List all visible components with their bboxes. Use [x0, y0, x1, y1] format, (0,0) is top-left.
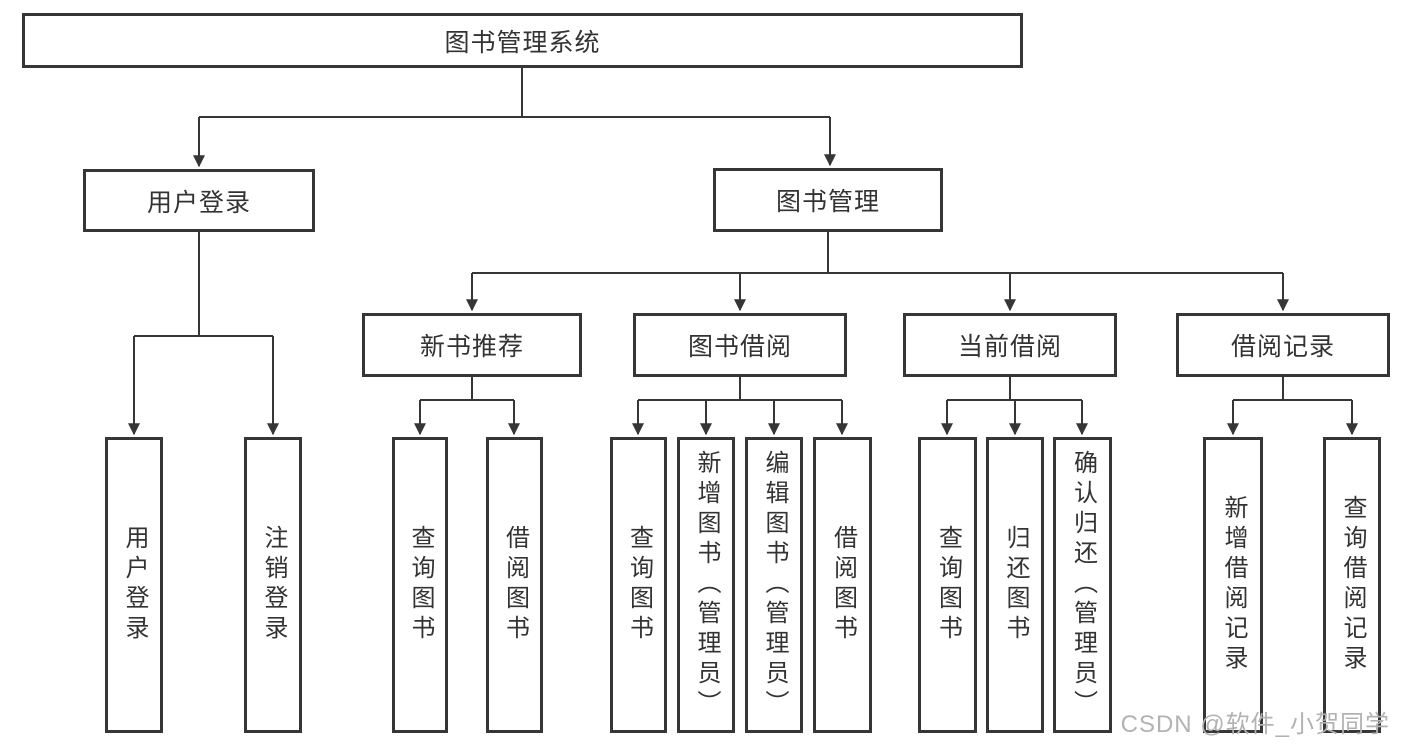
leaf-query-books-3: 查询图书	[918, 437, 977, 733]
leaf-edit-books-admin-label: 编辑图书（管理员）	[761, 450, 788, 720]
node-borrow-records: 借阅记录	[1176, 313, 1390, 377]
node-book-management-label: 图书管理	[775, 188, 880, 216]
leaf-add-books-admin-label: 新增图书（管理员）	[693, 450, 720, 720]
leaf-query-books-2: 查询图书	[610, 437, 667, 733]
leaf-query-books-1: 查询图书	[392, 437, 448, 733]
leaf-query-books-2-label: 查询图书	[625, 525, 653, 645]
leaf-logout: 注销登录	[244, 437, 302, 733]
connector-book-mgmt-bus	[472, 232, 1283, 274]
leaf-query-books-1-label: 查询图书	[407, 525, 434, 645]
leaf-confirm-return-admin: 确认归还（管理员）	[1053, 437, 1112, 733]
node-user-login-label: 用户登录	[146, 188, 251, 217]
node-root: 图书管理系统	[22, 13, 1023, 68]
node-current-borrow-label: 当前借阅	[957, 333, 1062, 361]
leaf-add-borrow-record-label: 新增借阅记录	[1220, 495, 1247, 675]
node-book-borrow: 图书借阅	[633, 313, 847, 377]
leaf-edit-books-admin: 编辑图书（管理员）	[745, 437, 803, 733]
leaf-borrow-books-1: 借阅图书	[486, 437, 543, 733]
node-root-label: 图书管理系统	[444, 28, 601, 57]
connector-current-borrow-bus	[947, 377, 1082, 401]
leaf-return-books-label: 归还图书	[1002, 525, 1029, 645]
leaf-confirm-return-admin-label: 确认归还（管理员）	[1069, 450, 1097, 720]
node-book-borrow-label: 图书借阅	[687, 333, 792, 361]
leaf-query-books-3-label: 查询图书	[934, 525, 962, 645]
node-book-management: 图书管理	[713, 168, 943, 232]
leaf-add-books-admin: 新增图书（管理员）	[677, 437, 735, 733]
node-current-borrow: 当前借阅	[903, 313, 1117, 377]
csdn-watermark: CSDN @软件_小贺同学	[1120, 711, 1390, 738]
leaf-query-borrow-record-label: 查询借阅记录	[1339, 495, 1366, 675]
leaf-add-borrow-record: 新增借阅记录	[1203, 437, 1263, 733]
connector-root-bus	[199, 68, 830, 118]
leaf-borrow-books-1-label: 借阅图书	[501, 525, 529, 645]
connector-new-books-bus	[420, 377, 514, 401]
leaf-borrow-books-2: 借阅图书	[813, 437, 872, 733]
node-new-book-recommend-label: 新书推荐	[419, 333, 524, 361]
node-user-login: 用户登录	[83, 169, 315, 232]
connector-borrow-records-bus	[1233, 377, 1352, 401]
leaf-user-login: 用户登录	[105, 437, 163, 733]
leaf-logout-label: 注销登录	[260, 525, 287, 645]
connector-user-login-bus	[134, 232, 273, 337]
leaf-return-books: 归还图书	[986, 437, 1044, 733]
node-borrow-records-label: 借阅记录	[1230, 333, 1335, 361]
node-new-book-recommend: 新书推荐	[362, 313, 582, 377]
connector-book-borrow-bus	[638, 377, 842, 401]
leaf-user-login-label: 用户登录	[121, 525, 148, 645]
leaf-query-borrow-record: 查询借阅记录	[1323, 437, 1381, 733]
leaf-borrow-books-2-label: 借阅图书	[829, 525, 857, 645]
